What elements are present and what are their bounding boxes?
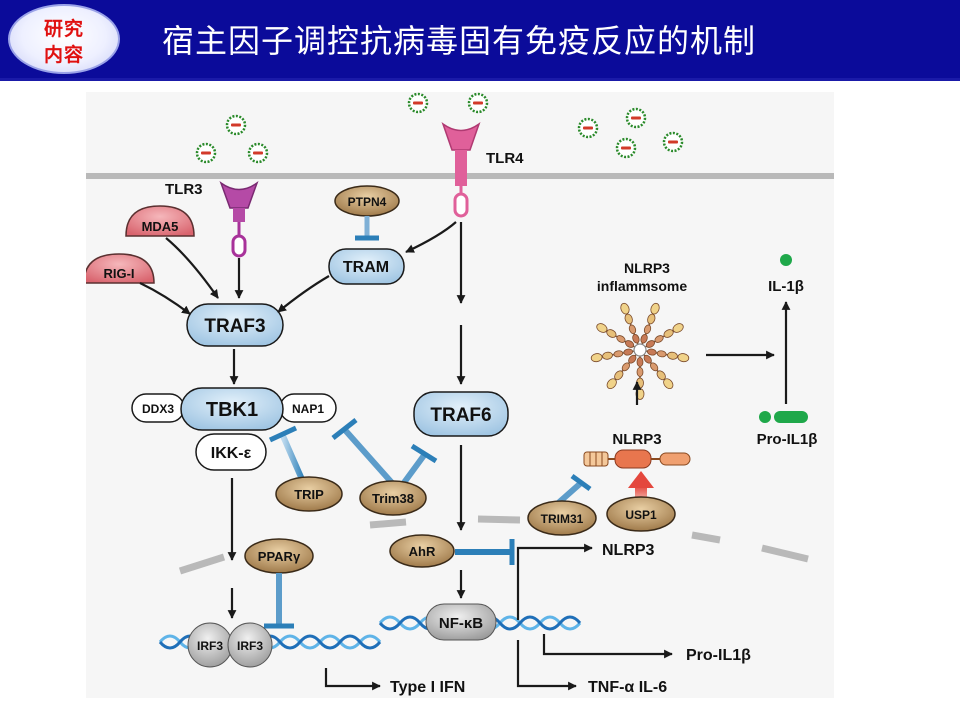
ppar-label: PPARγ [258, 549, 301, 564]
tlr4-receptor [441, 122, 481, 218]
inflammasome-subunit [639, 302, 660, 351]
page-title: 宿主因子调控抗病毒固有免疫反应的机制 [162, 22, 757, 60]
nlrp3-output-label: NLRP3 [602, 542, 655, 559]
inflammasome-subunit [606, 349, 641, 390]
inflammasome-subunit [620, 302, 641, 351]
virus-icon [195, 114, 269, 164]
usp1-label: USP1 [625, 508, 657, 522]
pro-il1b-output-label: Pro-IL1β [686, 647, 751, 664]
tbk1-complex: DDX3 NAP1 TBK1 IKK-ε [131, 387, 337, 471]
inflammasome-title: NLRP3 [624, 260, 670, 276]
header-divider [0, 78, 960, 81]
trip-label: TRIP [294, 487, 324, 502]
ptpn4-label: PTPN4 [348, 195, 387, 209]
inflammasome-subunit [590, 348, 641, 363]
tram-node: TRAM [328, 248, 405, 285]
badge-line1: 研究 [43, 18, 84, 40]
tlr4-label: TLR4 [486, 150, 524, 167]
tlr3-label: TLR3 [165, 181, 203, 198]
badge-line2: 内容 [43, 44, 84, 66]
traf6-label: TRAF6 [430, 405, 491, 426]
ptpn4-inhibition [355, 216, 379, 241]
section-badge: 研究 内容 [8, 4, 120, 74]
inflammasome-core [633, 343, 647, 357]
pro-il1b-label: Pro-IL1β [757, 431, 818, 448]
usp1-node: USP1 [606, 496, 676, 532]
header-bar [0, 0, 960, 78]
tnf-il6-label: TNF-α IL-6 [588, 679, 667, 696]
mda5-node: MDA5 [125, 205, 195, 237]
nlrp3-protein [583, 449, 691, 469]
ahr-node: AhR [389, 534, 455, 568]
mda5-label: MDA5 [142, 219, 179, 234]
irf3-dimer: IRF3 IRF3 [187, 622, 273, 668]
ppar-node: PPARγ [244, 538, 314, 574]
ahr-label: AhR [409, 544, 436, 559]
ddx3-label: DDX3 [142, 402, 174, 416]
inflammasome-subunit [596, 323, 641, 351]
nfkb-label: NF-κB [439, 615, 483, 632]
il1b-label: IL-1β [768, 278, 804, 295]
virus-icon [577, 107, 684, 159]
nap1-label: NAP1 [292, 402, 324, 416]
tlr3-receptor [219, 180, 259, 258]
ikk-label: IKK-ε [211, 445, 252, 462]
type1-ifn-label: Type I IFN [390, 679, 465, 696]
pro-il1b-icon [759, 411, 808, 423]
rig-i-label: RIG-I [103, 266, 134, 281]
irf3-label: IRF3 [237, 639, 263, 653]
tbk1-label: TBK1 [206, 399, 258, 421]
inflammasome-subtitle: inflammsome [597, 278, 687, 294]
trip-node: TRIP [275, 476, 343, 512]
nfkb-node: NF-κB [425, 603, 497, 641]
rig-i-node: RIG-I [86, 253, 155, 284]
ahr-inhibition [455, 539, 515, 565]
trim31-label: TRIM31 [541, 512, 584, 526]
nuclear-membrane [178, 515, 809, 575]
ppar-inhibition [264, 573, 294, 629]
trip-inhibition [268, 425, 307, 486]
inflammasome-subunit [639, 348, 690, 363]
ptpn4-node: PTPN4 [334, 185, 400, 217]
inflammasome-subunit [639, 323, 684, 351]
inflammasome-icon [590, 302, 690, 400]
inflammasome-subunit [639, 349, 674, 390]
il1b-icon [780, 254, 792, 266]
diagram-panel: TLR3 TLR4 MDA5 RIG-I PTPN4 TRAM TRAF3 DD… [86, 92, 834, 698]
irf3-label: IRF3 [197, 639, 223, 653]
activation-arrows [139, 221, 791, 691]
tram-label: TRAM [343, 259, 389, 276]
traf6-node: TRAF6 [413, 391, 509, 437]
virus-icon [407, 92, 489, 114]
mechanism-diagram: TLR3 TLR4 MDA5 RIG-I PTPN4 TRAM TRAF3 DD… [86, 92, 834, 696]
nlrp3-protein-label: NLRP3 [612, 431, 661, 448]
trim38-inhibition [331, 418, 438, 486]
trim38-label: Trim38 [372, 491, 414, 506]
trim31-node: TRIM31 [527, 500, 597, 536]
traf3-node: TRAF3 [186, 303, 284, 347]
traf3-label: TRAF3 [204, 316, 265, 337]
trim38-node: Trim38 [359, 480, 427, 516]
